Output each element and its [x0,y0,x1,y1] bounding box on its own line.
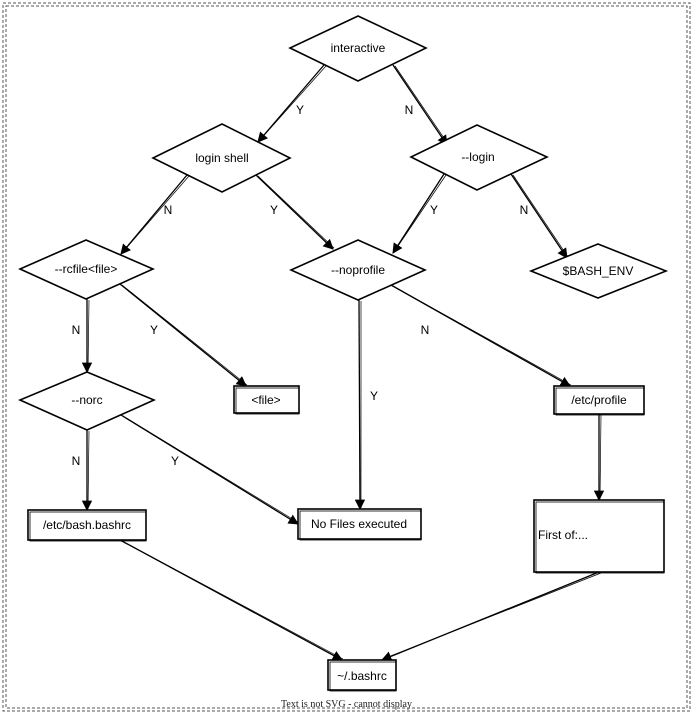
edge-line [510,173,568,259]
edge-sketch-line [121,175,190,254]
node-login-shell[interactable]: login shell [151,123,292,193]
node-label: No Files executed [311,517,407,531]
edge-label: N [520,203,529,217]
node-file[interactable]: <file> [233,385,300,415]
node-etc-bashrc[interactable]: /etc/bash.bashrc [27,509,147,542]
node-norc[interactable]: --norc [17,371,157,431]
edge-label: N [72,323,81,337]
edge-sketch-line [122,415,300,524]
node-label: First of:... [538,528,588,542]
node-bashrc[interactable]: ~/.bashrc [327,659,397,692]
node-label: login shell [195,151,248,165]
node-label: --noprofile [331,263,385,277]
edge-label: Y [150,323,158,337]
edge-etc-profile-to-first-of [593,414,605,502]
edge-login-to-bash-env: N [510,173,569,259]
node-label: ~/.bashrc [337,669,387,683]
edge-sketch-line [394,65,449,145]
edge-interactive-to-login: N [392,64,449,146]
node-no-files[interactable]: No Files executed [297,508,422,541]
edge-sketch-line [392,285,572,386]
edge-first-of-to-bashrc [381,571,602,662]
edge-sketch-line [87,430,90,510]
edge-line [257,64,325,143]
edge-sketch-line [382,572,602,660]
edge-line [392,173,445,254]
edge-interactive-to-login-shell: Y [257,64,327,143]
edge-line [392,64,448,146]
node-bash-env[interactable]: $BASH_ENV [528,243,669,299]
edge-sketch-line [258,65,327,142]
edge-noprofile-to-etc-profile: N [390,284,572,387]
node-label: --norc [71,393,102,407]
edge-line [354,299,366,511]
edge-sketch-line [393,174,447,253]
edge-label: Y [270,203,278,217]
node-label: --rcfile<file> [55,262,118,276]
edge-label: Y [370,389,378,403]
edge-login-to-noprofile: Y [392,173,447,254]
edge-label: Y [296,103,304,117]
edge-line [119,283,247,387]
node-noprofile[interactable]: --noprofile [289,239,427,301]
node-label: interactive [331,41,386,55]
edge-sketch-line [121,284,248,386]
edge-label: N [405,103,414,117]
edge-sketch-line [599,414,602,500]
edge-line [120,174,188,255]
node-label: --login [461,150,494,164]
edge-rcfile-to-file: Y [119,283,248,387]
edge-norc-to-no-files: Y [120,414,300,525]
node-rcfile[interactable]: --rcfile<file> [18,239,155,300]
edge-label: N [421,323,430,337]
edge-label: Y [430,203,438,217]
edge-label: N [72,454,81,468]
edge-rcfile-to-norc: N [72,299,93,374]
edge-line [120,414,299,525]
node-label: <file> [251,393,280,407]
edge-label: Y [171,454,179,468]
edge-sketch-line [121,540,344,660]
edges-layer: Y N N Y Y N N Y Y N N Y [72,64,605,662]
footer-notice: Text is not SVG - cannot display [281,699,412,710]
edge-sketch-line [512,174,569,258]
node-label: $BASH_ENV [563,264,634,278]
node-login[interactable]: --login [409,124,549,191]
node-etc-profile[interactable]: /etc/profile [553,385,645,416]
node-interactive[interactable]: interactive [288,15,428,82]
edge-login-shell-to-rcfile: N [120,174,190,255]
node-first-of[interactable]: First of:... [533,499,665,574]
node-label: /etc/bash.bashrc [43,518,131,532]
edge-login-shell-to-noprofile: Y [255,174,335,250]
edge-line [255,174,334,250]
node-label: /etc/profile [571,393,627,407]
edge-label: N [164,203,173,217]
edge-etc-bashrc-to-bashrc [119,539,344,661]
edge-noprofile-to-no-files: Y [354,299,378,511]
edge-sketch-line [257,175,335,249]
edge-norc-to-etc-bashrc: N [72,430,93,512]
edge-sketch-line [87,299,90,372]
